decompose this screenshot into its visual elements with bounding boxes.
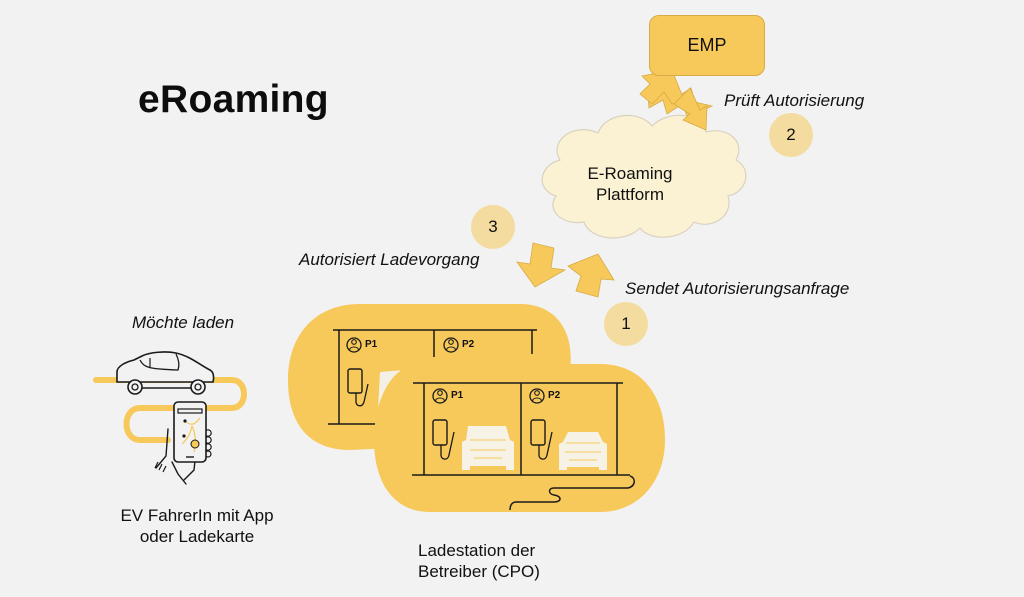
- step-2-badge: 2: [769, 113, 813, 157]
- arrow-emp-to-platform: [639, 69, 708, 131]
- emp-label: EMP: [687, 35, 727, 55]
- cpo-caption: Ladestation der Betreiber (CPO): [418, 540, 564, 582]
- person-icon: [443, 337, 459, 353]
- car-icon: [559, 432, 607, 470]
- platform-label: E-Roaming Plattform: [560, 163, 700, 205]
- step-1-label: Sendet Autorisierungsanfrage: [625, 279, 850, 298]
- bay-label: P1: [365, 339, 378, 350]
- driver-illustration: [93, 351, 247, 485]
- platform-cloud: [541, 114, 747, 239]
- car-icon: [462, 426, 514, 470]
- driver-caption-line2: oder Ladekarte: [139, 527, 255, 546]
- page-title: eRoaming: [138, 78, 329, 121]
- step-2-label: Prüft Autorisierung: [724, 91, 865, 110]
- step-3-number: 3: [488, 217, 498, 236]
- car-icon: [116, 351, 215, 395]
- bay-label: P2: [462, 339, 475, 350]
- road-icon: [93, 377, 247, 443]
- person-icon: [432, 388, 448, 404]
- charger-icon: [530, 419, 553, 460]
- arrow-platform-to-cpo: [516, 242, 567, 288]
- bay-label: P1: [451, 390, 464, 401]
- step-1-number: 1: [621, 314, 631, 333]
- platform-label-line1: E-Roaming: [587, 164, 673, 183]
- charger-icon: [347, 368, 369, 407]
- person-icon: [346, 337, 362, 353]
- driver-annotation: Möchte laden: [132, 313, 235, 332]
- charging-station-front: [374, 364, 665, 512]
- step-2-number: 2: [786, 125, 796, 144]
- smartphone-map-icon: [173, 401, 207, 463]
- driver-caption-line1: EV FahrerIn mit App: [120, 506, 274, 525]
- driver-caption: EV FahrerIn mit App oder Ladekarte: [104, 505, 290, 547]
- cpo-caption-line2: Betreiber (CPO): [418, 562, 540, 581]
- person-icon: [529, 388, 545, 404]
- step-3-label: Autorisiert Ladevorgang: [299, 250, 480, 269]
- charger-icon: [432, 419, 455, 460]
- bay-label: P2: [548, 390, 561, 401]
- step-1-badge: 1: [604, 302, 648, 346]
- step-3-badge: 3: [471, 205, 515, 249]
- arrow-cpo-to-platform: [567, 253, 615, 298]
- platform-label-line2: Plattform: [595, 185, 665, 204]
- cpo-caption-line1: Ladestation der: [418, 541, 536, 560]
- emp-node: EMP: [649, 15, 765, 76]
